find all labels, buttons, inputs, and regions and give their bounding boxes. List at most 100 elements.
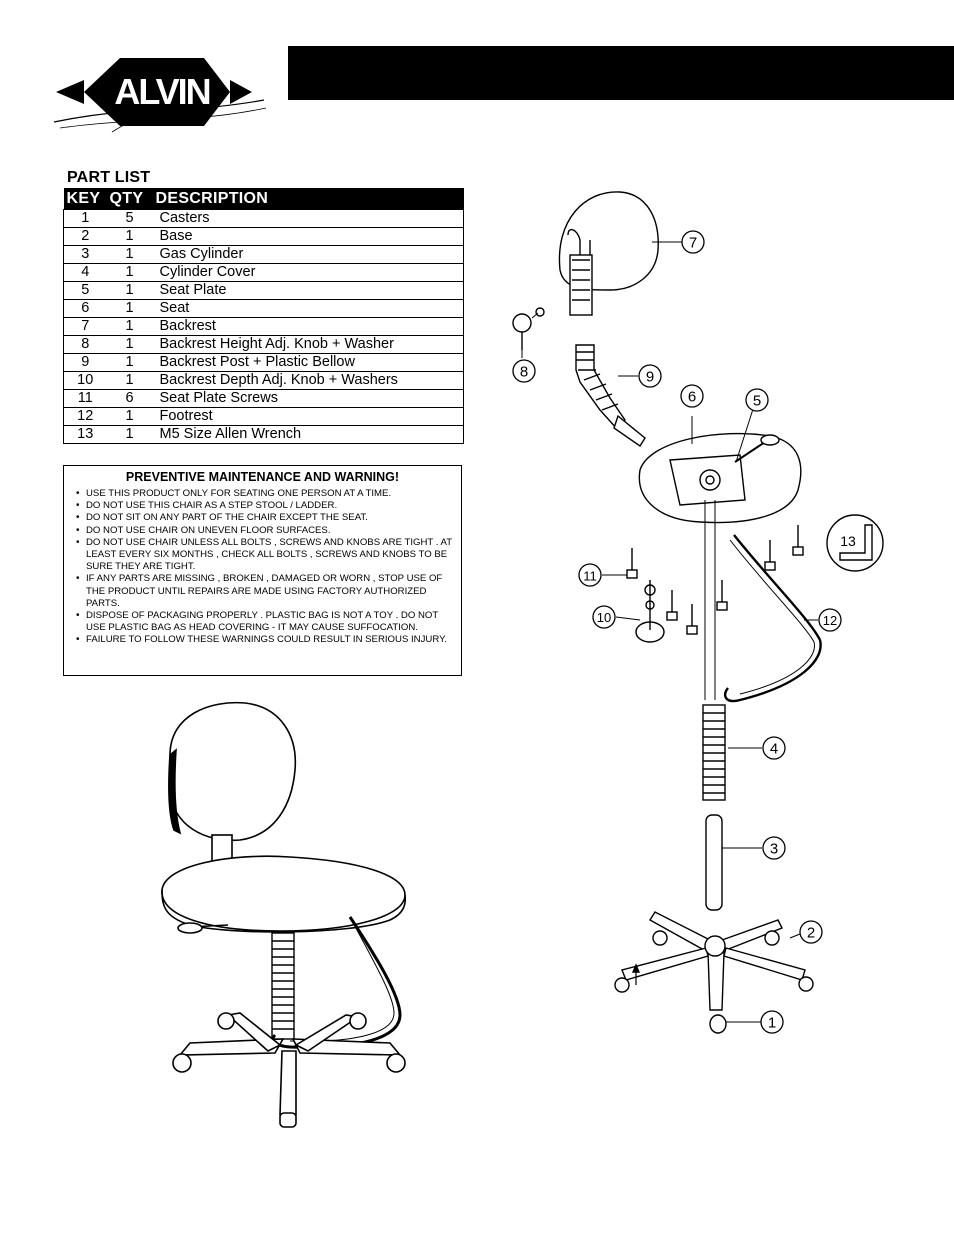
callout-6: 6: [688, 389, 696, 406]
row-desc: Backrest Post + Plastic Bellow: [152, 353, 464, 372]
row-key: 8: [63, 335, 107, 354]
row-desc: Seat Plate: [152, 281, 464, 300]
callout-3: 3: [770, 841, 778, 858]
callout-7-circle: [681, 230, 705, 254]
row-key: 12: [63, 407, 107, 426]
warning-item: DISPOSE OF PACKAGING PROPERLY . PLASTIC …: [76, 610, 455, 634]
row-qty: 1: [106, 407, 153, 426]
row-desc: Seat: [152, 299, 464, 318]
row-key: 10: [63, 371, 107, 390]
row-desc: Base: [152, 227, 464, 246]
row-qty: 1: [106, 371, 153, 390]
callout-2: 2: [807, 925, 815, 942]
row-desc: M5 Size Allen Wrench: [152, 425, 464, 444]
callout-5-circle: [745, 388, 769, 412]
callout-10-circle: [592, 605, 616, 629]
callout-11: 11: [583, 569, 597, 584]
row-key: 7: [63, 317, 107, 336]
alvin-logo: ALVIN ®: [53, 58, 267, 133]
callout-5: 5: [753, 393, 761, 410]
header-bar: [288, 46, 954, 100]
row-qty: 5: [106, 209, 153, 228]
row-desc: Backrest: [152, 317, 464, 336]
row-key: 6: [63, 299, 107, 318]
callout-12: 12: [823, 613, 837, 628]
callout-9: 9: [646, 369, 654, 386]
row-desc: Casters: [152, 209, 464, 228]
row-key: 13: [63, 425, 107, 444]
callout-8-circle: [512, 359, 536, 383]
warning-item: DO NOT USE THIS CHAIR AS A STEP STOOL / …: [76, 500, 455, 512]
callout-4: 4: [770, 741, 778, 758]
header-description: DESCRIPTION: [152, 188, 464, 210]
callout-3-circle: [762, 836, 786, 860]
warning-list: USE THIS PRODUCT ONLY FOR SEATING ONE PE…: [70, 488, 455, 647]
row-desc: Seat Plate Screws: [152, 389, 464, 408]
callout-1-circle: [760, 1010, 784, 1034]
row-qty: 1: [106, 281, 153, 300]
row-qty: 1: [106, 353, 153, 372]
warning-item: DO NOT SIT ON ANY PART OF THE CHAIR EXCE…: [76, 512, 455, 524]
logo-text: ALVIN: [114, 71, 209, 112]
header-qty: QTY: [106, 188, 153, 210]
warning-box: PREVENTIVE MAINTENANCE AND WARNING! USE …: [63, 465, 462, 676]
row-qty: 1: [106, 245, 153, 264]
logo-registered: ®: [212, 99, 218, 108]
row-qty: 1: [106, 335, 153, 354]
row-desc: Backrest Height Adj. Knob + Washer: [152, 335, 464, 354]
callout-7: 7: [689, 235, 697, 252]
header-key: KEY: [63, 188, 107, 210]
callout-6-circle: [680, 384, 704, 408]
callout-4-circle: [762, 736, 786, 760]
row-key: 4: [63, 263, 107, 282]
callout-12-circle: [818, 608, 842, 632]
callout-2-circle: [799, 920, 823, 944]
warning-item: IF ANY PARTS ARE MISSING , BROKEN , DAMA…: [76, 573, 455, 610]
warning-item: DO NOT USE CHAIR ON UNEVEN FLOOR SURFACE…: [76, 525, 455, 537]
callout-1: 1: [768, 1015, 776, 1032]
row-key: 1: [63, 209, 107, 228]
assembled-chair-illustration: [161, 701, 407, 1128]
row-key: 11: [63, 389, 107, 408]
warning-item: DO NOT USE CHAIR UNLESS ALL BOLTS , SCRE…: [76, 537, 455, 574]
part-list-title: PART LIST: [67, 169, 151, 186]
callout-11-circle: [578, 563, 602, 587]
callout-10: 10: [597, 610, 611, 625]
warning-title: PREVENTIVE MAINTENANCE AND WARNING!: [125, 470, 400, 484]
callout-8: 8: [520, 364, 528, 381]
warning-item: USE THIS PRODUCT ONLY FOR SEATING ONE PE…: [76, 488, 455, 500]
row-key: 2: [63, 227, 107, 246]
row-desc: Gas Cylinder: [152, 245, 464, 264]
row-key: 3: [63, 245, 107, 264]
row-key: 9: [63, 353, 107, 372]
exploded-view-diagram: 7 8 9 6 5 11 10 12 13 4 3 2 1: [512, 191, 884, 1034]
row-qty: 1: [106, 299, 153, 318]
row-qty: 6: [106, 389, 153, 408]
row-qty: 1: [106, 425, 153, 444]
row-desc: Cylinder Cover: [152, 263, 464, 282]
row-qty: 1: [106, 263, 153, 282]
warning-item: FAILURE TO FOLLOW THESE WARNINGS COULD R…: [76, 634, 455, 646]
callout-13: 13: [840, 533, 856, 549]
row-qty: 1: [106, 317, 153, 336]
row-desc: Backrest Depth Adj. Knob + Washers: [152, 371, 464, 390]
row-desc: Footrest: [152, 407, 464, 426]
callout-9-circle: [638, 364, 662, 388]
part-list-header-row: KEY QTY DESCRIPTION: [63, 188, 464, 210]
row-qty: 1: [106, 227, 153, 246]
row-key: 5: [63, 281, 107, 300]
